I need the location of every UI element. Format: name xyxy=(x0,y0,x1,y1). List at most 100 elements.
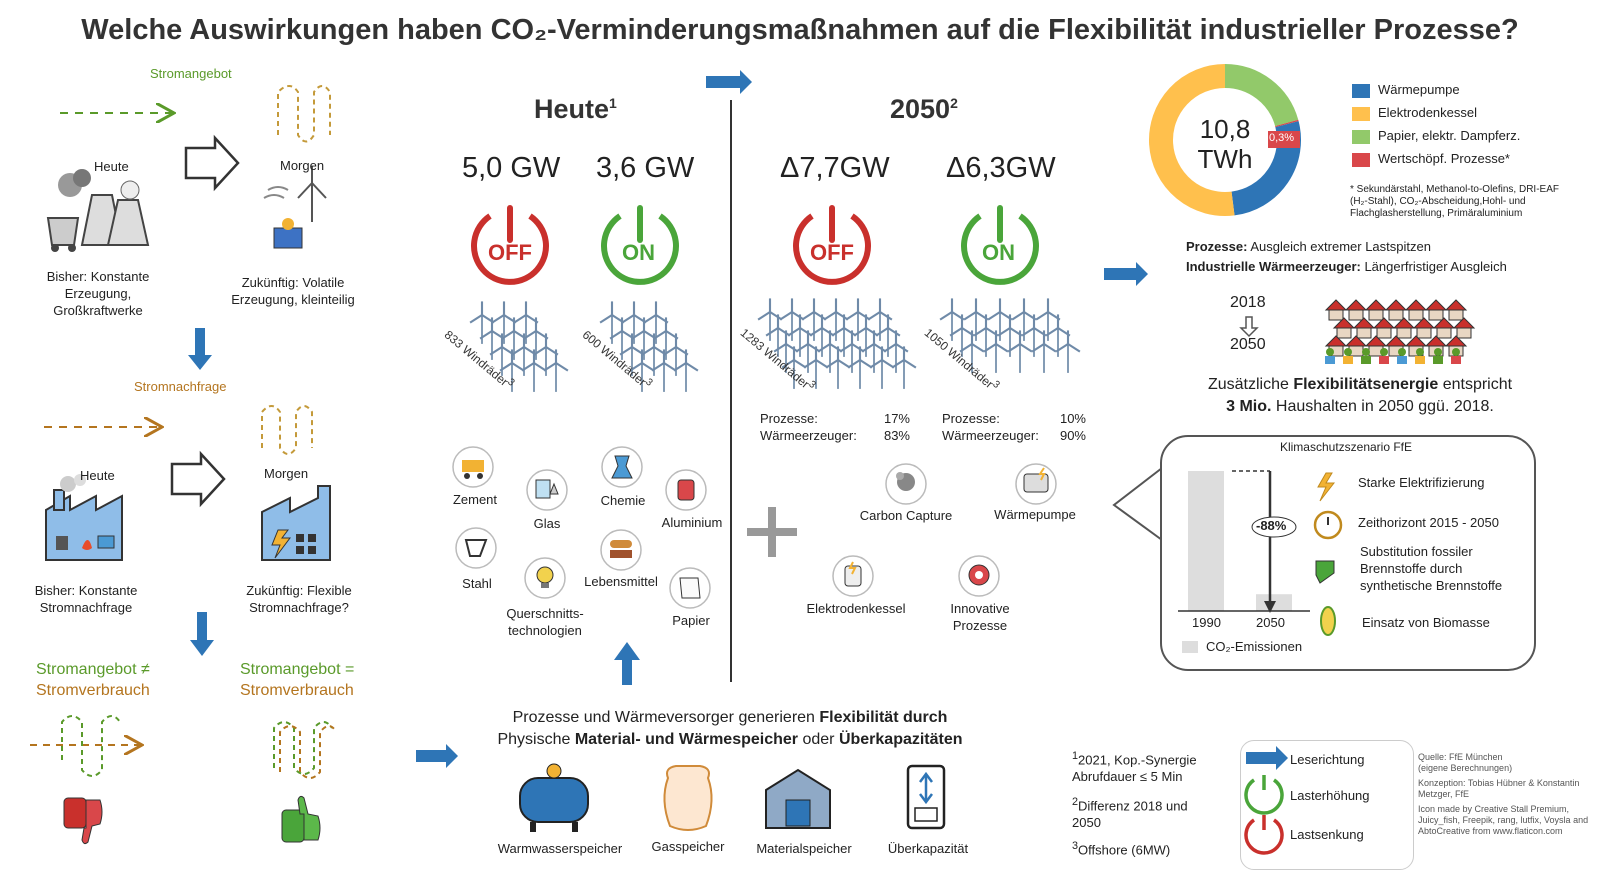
footnote-3: 3Offshore (6MW) xyxy=(1072,840,1171,858)
hot-water-tank-icon xyxy=(519,763,589,832)
flexible-factory-icon xyxy=(261,485,331,561)
wind-turbine-icon xyxy=(1035,298,1061,341)
footnote-1: 12021, Kop.-Synergie Abrufdauer ≤ 5 Min xyxy=(1072,750,1197,785)
gas-tank-icon xyxy=(663,765,713,831)
donut-legend: Wärmepumpe Elektrodenkessel Papier, elek… xyxy=(1352,78,1520,170)
wind-turbine-icon xyxy=(809,314,835,357)
measure-electrode-boiler: Elektrodenkessel xyxy=(806,601,906,616)
houses-icon xyxy=(1324,299,1476,364)
bar-label-1990: 1990 xyxy=(1192,615,1221,630)
house-icon xyxy=(1392,317,1416,339)
match-text: Stromangebot = Stromverbrauch xyxy=(240,659,354,701)
y2050-title: 20502 xyxy=(890,94,958,124)
co2-legend: CO₂-Emissionen xyxy=(1206,639,1303,654)
off-label: OFF xyxy=(488,240,532,265)
split-2050-on: Prozesse:10% Wärmeerzeuger:90% xyxy=(942,411,1086,443)
scenario-item-4: Einsatz von Biomasse xyxy=(1362,615,1490,630)
wind-turbine-icon xyxy=(853,314,879,357)
house-icon xyxy=(1384,299,1408,321)
legend-off: Lastsenkung xyxy=(1290,827,1364,842)
reading-direction-icon xyxy=(706,70,752,94)
scenario-title: Klimaschutzszenario FfE xyxy=(1279,440,1413,454)
flexibility-roles: Prozesse: Ausgleich extremer Lastspitzen… xyxy=(1186,239,1507,274)
on-button-2050 xyxy=(961,205,1039,285)
supply-tomorrow-label: Morgen xyxy=(280,158,325,173)
credits: Quelle: FfE München (eigene Berechnungen… xyxy=(1418,752,1589,836)
icon-legend-box xyxy=(1240,740,1414,870)
renewables-icon xyxy=(263,166,327,249)
industry-cross-sectional: Querschnitts-technologien xyxy=(506,606,584,638)
legend-item: Wärmepumpe xyxy=(1352,78,1520,101)
mismatch-wave xyxy=(61,715,121,777)
off-label: OFF xyxy=(810,240,854,265)
on-legend-icon xyxy=(1244,775,1284,815)
scenario-item-1: Starke Elektrifizierung xyxy=(1358,475,1485,490)
demand-header: Stromnachfrage xyxy=(134,379,227,394)
legend-on: Lasterhöhung xyxy=(1290,788,1370,803)
industry-aluminium: Aluminium xyxy=(661,515,723,530)
wind-turbine-icon xyxy=(959,330,985,373)
on-button-heute xyxy=(601,205,679,285)
volatile-supply-wave xyxy=(277,85,331,143)
value-heute-on: 3,6 GW xyxy=(596,152,695,184)
co2-legend-swatch xyxy=(1182,641,1198,653)
heute-title: Heute1 xyxy=(534,94,617,124)
wind-turbine-icon xyxy=(1021,314,1047,357)
bubble-pointer xyxy=(1112,467,1163,541)
wind-turbine-icon xyxy=(1007,330,1033,373)
match-line1: Stromangebot = xyxy=(240,661,355,678)
donut-footnote: * Sekundärstahl, Methanol-to-Olefins, DR… xyxy=(1350,184,1559,219)
legend-item: Papier, elektr. Dampferz. xyxy=(1352,124,1520,147)
wind-turbine-icon xyxy=(773,330,799,373)
industry-paper: Papier xyxy=(672,613,710,628)
plus-icon xyxy=(747,507,797,557)
demand-today-label: Heute xyxy=(80,468,115,483)
off-legend-icon xyxy=(1244,815,1284,855)
wind-turbine-icon xyxy=(883,330,909,373)
person-icon xyxy=(1433,348,1443,364)
thumbs-up-icon xyxy=(281,795,321,843)
bar-label-2050: 2050 xyxy=(1256,615,1285,630)
wind-turbine-icon xyxy=(599,301,625,344)
person-icon xyxy=(1361,348,1371,364)
storage-material: Materialspeicher xyxy=(756,841,852,856)
power-plant-icon xyxy=(46,169,150,252)
wind-turbine-icon xyxy=(803,346,829,389)
wind-turbine-icon xyxy=(831,314,857,357)
person-icon xyxy=(1397,348,1407,364)
lightning-icon xyxy=(1317,472,1336,502)
down-arrow-icon xyxy=(190,612,214,656)
off-button-heute xyxy=(471,205,549,285)
measure-glyphs xyxy=(844,467,1049,587)
demand-tomorrow-desc: Zukünftig: Flexible Stromnachfrage? xyxy=(246,583,352,615)
reduction-badge xyxy=(1251,516,1297,538)
wind-turbine-icon xyxy=(867,298,893,341)
donut-center: 10,8 TWh xyxy=(1197,114,1253,174)
supply-today-label: Heute xyxy=(94,159,129,174)
turbine-cluster-4 xyxy=(939,298,1081,373)
wind-turbine-icon xyxy=(765,314,791,357)
wind-turbine-icon xyxy=(757,298,783,341)
house-icon xyxy=(1332,317,1356,339)
fuel-nozzle-icon xyxy=(1315,560,1335,584)
value-2050-off: Δ7,7GW xyxy=(780,152,890,184)
down-arrow-icon xyxy=(188,328,212,370)
wind-turbine-icon xyxy=(825,346,851,389)
flexibility-statement: Prozesse und Wärmeversorger generieren F… xyxy=(497,709,963,748)
wind-turbine-icon xyxy=(891,346,917,389)
corn-icon xyxy=(1320,606,1336,636)
person-icon xyxy=(1415,348,1425,364)
wind-turbine-icon xyxy=(839,330,865,373)
factory-icon xyxy=(45,474,123,561)
industry-glass: Glas xyxy=(533,516,561,531)
footnote-2: 2Differenz 2018 und 2050 xyxy=(1072,796,1188,831)
off-button-2050 xyxy=(793,205,871,285)
industry-steel: Stahl xyxy=(462,576,492,591)
legend-reading: Leserichtung xyxy=(1290,752,1365,767)
person-icon xyxy=(1343,348,1353,364)
mismatch-line2: Stromverbrauch xyxy=(36,682,150,699)
year-arrow-icon xyxy=(1239,316,1259,338)
industry-cement: Zement xyxy=(452,492,498,507)
value-2050-on: Δ6,3GW xyxy=(946,152,1056,184)
